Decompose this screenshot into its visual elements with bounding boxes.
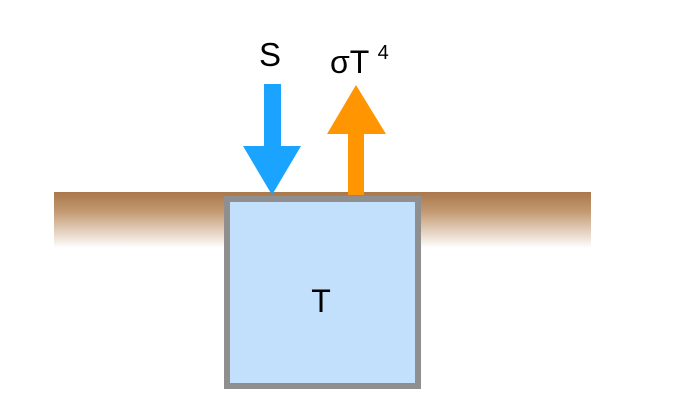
outgoing-label-base: σT [330, 44, 369, 80]
incoming-label: S [259, 36, 281, 73]
box-temperature-label: T [311, 283, 331, 319]
outgoing-arrow-icon [327, 85, 386, 195]
outgoing-label-exponent: 4 [378, 42, 389, 64]
outgoing-label: σT 4 [330, 42, 389, 80]
incoming-arrow-icon [243, 84, 301, 195]
reservoir-box [224, 196, 421, 389]
